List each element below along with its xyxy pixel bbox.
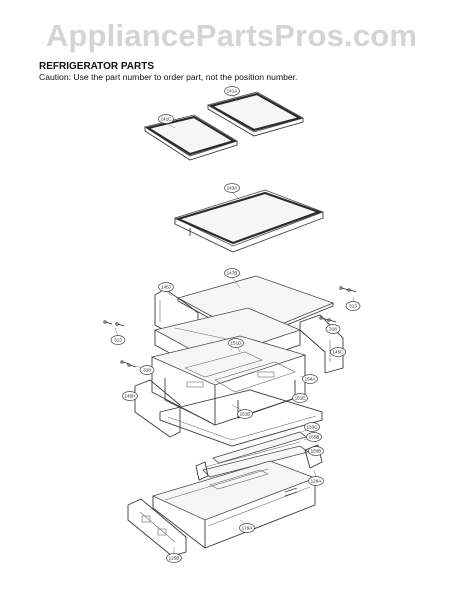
callout-313-right: 313 — [345, 301, 361, 311]
callout-text: 151E — [295, 396, 306, 401]
twin-drawers-part-151d — [150, 335, 307, 426]
callout-text: 145H — [125, 394, 136, 399]
callout-145c: 145C — [330, 347, 346, 357]
callout-141a: 141A — [224, 86, 240, 96]
callout-text: 150B — [311, 449, 322, 454]
callout-133c: 133C — [304, 422, 320, 432]
section-heading: REFRIGERATOR PARTS — [39, 61, 155, 72]
callout-147b: 147B — [224, 268, 240, 278]
callout-154a: 154A — [302, 374, 318, 384]
callout-141c: 141C — [158, 114, 174, 124]
callout-145j: 145J — [158, 282, 174, 292]
shelf-part-143a — [173, 189, 325, 253]
callout-150b: 150B — [308, 446, 324, 456]
callout-text: 125B — [169, 556, 180, 561]
callout-text: 313 — [349, 304, 357, 309]
shelf-part-141c — [144, 114, 238, 161]
shelf-part-141a — [206, 91, 305, 137]
callout-text: 318 — [143, 368, 151, 373]
callout-text: 145J — [161, 285, 171, 290]
callout-text: 143A — [227, 186, 239, 191]
callout-text: 179A — [242, 526, 254, 531]
caution-note: Caution: Use the part number to order pa… — [39, 72, 298, 82]
callout-128a: 128A — [308, 476, 324, 486]
callout-text: 145C — [333, 350, 345, 355]
lower-rail-frame — [159, 389, 323, 447]
callout-text: 318 — [329, 327, 337, 332]
callout-text: 141A — [227, 89, 239, 94]
bottom-drawer-part-179a — [151, 460, 317, 549]
callout-313-left: 313 — [110, 335, 126, 345]
callout-text: 147B — [227, 271, 238, 276]
callout-151b: 151B — [237, 409, 253, 419]
side-rail-part-145c — [299, 314, 344, 374]
callout-143a: 143A — [224, 183, 240, 193]
support-bar-part-133c — [202, 431, 309, 478]
callout-318-left: 318 — [139, 365, 155, 375]
callout-179a: 179A — [239, 523, 255, 533]
callout-318-right: 318 — [325, 324, 341, 334]
callout-text: 141C — [161, 117, 173, 122]
front-bracket-part-128a — [127, 498, 187, 557]
callout-145h: 145H — [122, 391, 138, 401]
watermark: AppliancePartsPros.com — [45, 18, 418, 53]
callout-text: 313 — [114, 338, 122, 343]
callout-151e: 151E — [292, 393, 308, 403]
callout-text: 151B — [240, 412, 251, 417]
callout-text: 154A — [305, 377, 317, 382]
callout-text: 155B — [309, 435, 320, 440]
callout-125b: 125B — [166, 553, 182, 563]
screw-parts — [103, 286, 357, 368]
callout-text: 128A — [311, 479, 323, 484]
callout-155b: 155B — [306, 432, 322, 442]
callout-151d: 151D — [228, 338, 244, 348]
callout-text: 151D — [231, 341, 243, 346]
callout-labels: 141C 141A 143A 147B 145J 313 318 313 318… — [110, 86, 361, 563]
callout-text: 133C — [307, 425, 319, 430]
